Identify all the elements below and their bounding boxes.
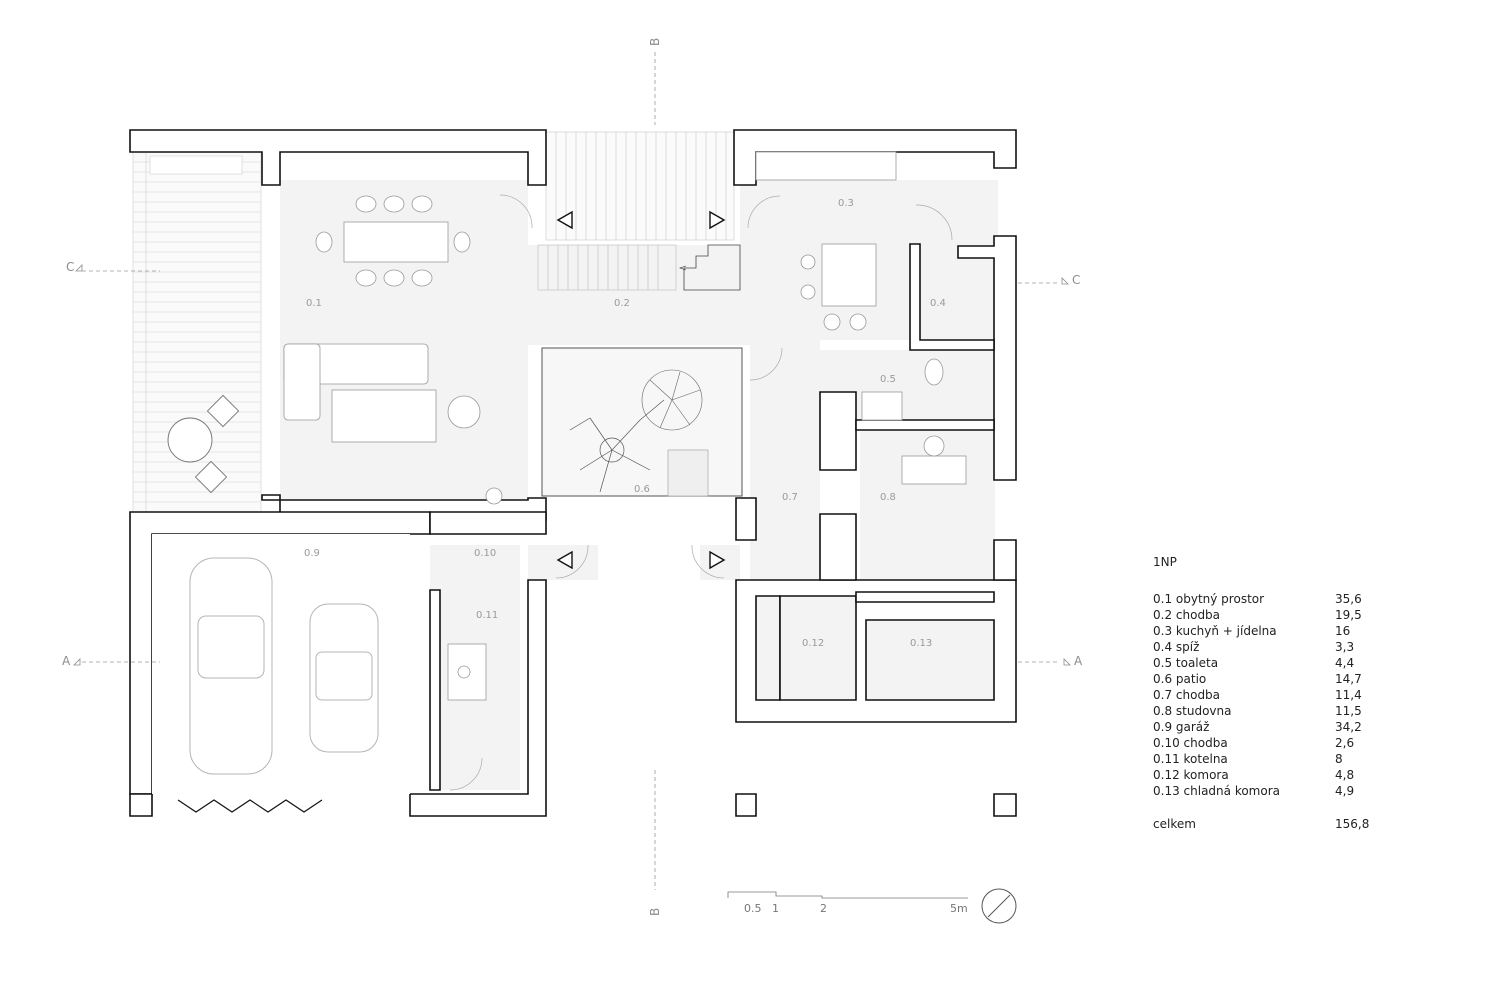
room-label: 0.2: [614, 298, 630, 309]
legend-title: 1NP: [1153, 555, 1177, 569]
terrace-furniture: [167, 394, 240, 494]
garage-door: [177, 799, 323, 813]
study-desk: [901, 435, 967, 485]
room-label: 0.3: [838, 198, 854, 209]
scale-bar: 0.5 1 2 5m: [727, 891, 968, 915]
kitchen-fixtures: [755, 151, 897, 331]
room-label: 0.6: [634, 484, 650, 495]
door-swings: [449, 194, 953, 791]
scale-label: 1: [772, 902, 779, 915]
patio: [541, 347, 743, 497]
section-mark-c-left: C: [66, 260, 74, 274]
dining-set: [315, 195, 471, 287]
section-marks: A A C C B B: [62, 38, 1083, 916]
sofa-set: [283, 343, 503, 505]
section-mark-a-left: A: [62, 654, 71, 668]
room-label: 0.9: [304, 548, 320, 559]
room-label: 0.10: [474, 548, 496, 559]
cars: [189, 557, 379, 775]
room-label: 0.12: [802, 638, 824, 649]
room-label: 0.13: [910, 638, 932, 649]
stair: [537, 244, 741, 291]
scale-label: 2: [820, 902, 827, 915]
room-labels: 0.1 0.2 0.3 0.4 0.5 0.6 0.7 0.8 0.9 0.10…: [304, 198, 946, 649]
room-label: 0.7: [782, 492, 798, 503]
walls: [129, 129, 1017, 817]
section-mark-a-right: A: [1074, 654, 1083, 668]
room-label: 0.5: [880, 374, 896, 385]
toilet-fixtures: [861, 358, 944, 421]
room-label: 0.4: [930, 298, 946, 309]
room-label: 0.1: [306, 298, 322, 309]
entrance-markers: [556, 210, 726, 570]
scale-label: 5m: [950, 902, 968, 915]
scale-label: 0.5: [744, 902, 762, 915]
section-mark-b-top: B: [648, 38, 662, 46]
boiler-room-fixtures: [447, 643, 487, 701]
room-label: 0.11: [476, 610, 498, 621]
north-arrow-icon: [981, 888, 1017, 924]
section-mark-b-bottom: B: [648, 908, 662, 916]
section-lines: [82, 52, 1060, 890]
section-mark-c-right: C: [1072, 273, 1080, 287]
room-label: 0.8: [880, 492, 896, 503]
entrance-deck: [545, 131, 735, 241]
